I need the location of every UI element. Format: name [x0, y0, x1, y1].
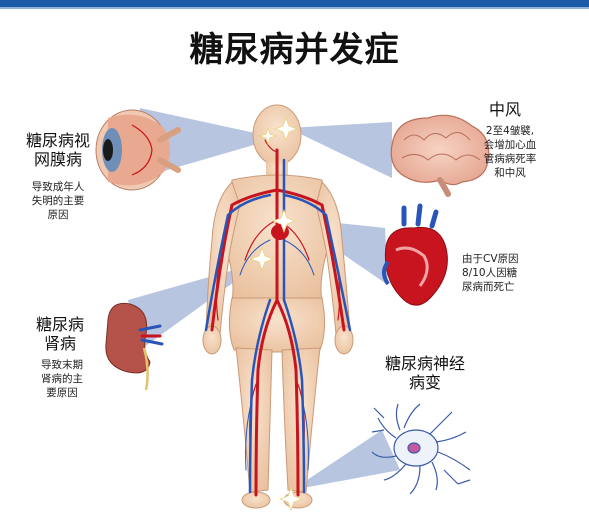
stroke-desc-line2: 会增加心血	[483, 139, 537, 151]
retinopathy-desc: 导致成年人 失明的主要 原因	[14, 180, 102, 222]
beam-nerve	[292, 430, 400, 490]
cardio-desc-line3: 尿病而死亡	[462, 281, 515, 293]
retinopathy-name-line2: 网膜病	[33, 150, 82, 169]
header-bar-accent	[0, 7, 589, 9]
eye-illustration	[95, 109, 181, 191]
neuropathy-name-line2: 病变	[408, 373, 441, 392]
neuropathy-name-line1: 糖尿病神经	[384, 354, 465, 373]
stroke-desc-line4: 和中风	[494, 167, 526, 179]
sparkle-markers	[249, 116, 304, 512]
retinopathy-desc-line2: 失明的主要	[31, 195, 85, 207]
nephropathy-desc-line3: 要原因	[46, 387, 78, 399]
cardio-desc-line1: 由于CV原因	[462, 253, 519, 265]
cardio-desc-line2: 8/10人因糖	[462, 267, 518, 279]
nerve-cell-illustration	[371, 403, 471, 495]
nephropathy-name: 糖尿病 肾病	[20, 315, 100, 353]
nephropathy-name-line1: 糖尿病	[35, 315, 84, 334]
heart-illustration	[382, 203, 448, 306]
sparkle-head-icon	[273, 116, 299, 142]
retinopathy-desc-line1: 导致成年人	[31, 181, 85, 193]
stroke-desc: 2至4皱襞, 会增加心血 管病病死率 和中风	[465, 124, 555, 180]
page-title: 糖尿病并发症	[189, 30, 400, 70]
stroke-name: 中风	[488, 100, 521, 119]
nephropathy-desc: 导致末期 肾病的主 要原因	[26, 358, 98, 400]
beam-kidney	[128, 262, 262, 350]
nephropathy-desc-line1: 导致末期	[41, 359, 83, 371]
retinopathy-desc-line3: 原因	[47, 209, 69, 221]
nephropathy-name-line2: 肾病	[43, 334, 76, 353]
sparkle-kidney-icon	[249, 246, 275, 272]
sparkle-heart-icon	[271, 208, 297, 234]
stroke-desc-line3: 管病病死率	[483, 153, 537, 165]
retinopathy-name: 糖尿病视 网膜病	[8, 131, 108, 169]
stroke-desc-line1: 2至4皱襞,	[485, 125, 535, 137]
nephropathy-desc-line2: 肾病的主	[41, 373, 83, 385]
kidney-illustration	[105, 302, 164, 391]
retinopathy-name-line1: 糖尿病视	[25, 131, 90, 150]
sparkle-foot-icon	[278, 486, 304, 512]
cardio-desc: 由于CV原因 8/10人因糖 尿病而死亡	[462, 252, 562, 294]
beam-brain	[288, 122, 392, 178]
header-bar	[0, 0, 589, 7]
sparkle-eye-icon	[258, 126, 278, 146]
beam-eye	[140, 108, 278, 178]
brain-illustration	[390, 114, 490, 197]
neuropathy-name: 糖尿病神经 病变	[370, 354, 480, 392]
